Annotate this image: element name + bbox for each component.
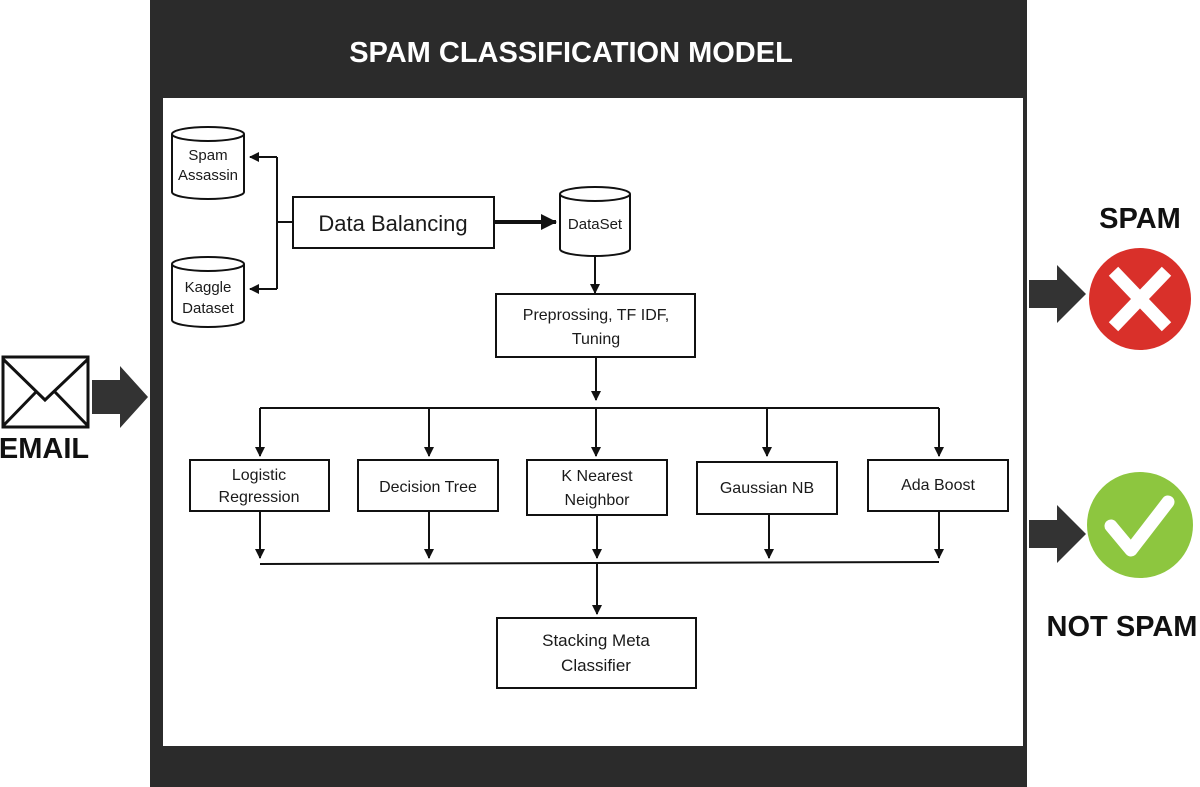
not-spam-label: NOT SPAM	[1047, 611, 1198, 643]
preprocessing-line-2: Tuning	[572, 331, 620, 348]
merged-dataset: DataSet	[559, 186, 631, 257]
logistic-regression-line-2: Regression	[219, 489, 300, 506]
not-spam-circle	[1087, 472, 1193, 578]
meta-line-2: Classifier	[561, 656, 631, 675]
spam-output-arrow	[1029, 265, 1086, 323]
spam-assassin-dataset: Spam Assassin	[171, 126, 245, 200]
decision-tree-label: Decision Tree	[379, 479, 477, 496]
email-input-arrow	[92, 366, 148, 428]
knn-line-2: Neighbor	[565, 492, 631, 509]
check-mark-icon	[1087, 472, 1193, 578]
dataset-bracket-connector	[249, 152, 293, 294]
envelope-icon	[1, 355, 90, 429]
ada-boost-label: Ada Boost	[901, 477, 975, 494]
knn-box	[526, 459, 668, 516]
meta-line-1: Stacking Meta	[542, 631, 650, 650]
knn-line-1: K Nearest	[561, 468, 633, 485]
collector-bus	[259, 561, 940, 565]
merged-dataset-label: DataSet	[568, 216, 623, 233]
data-balancing-label: Data Balancing	[318, 211, 467, 236]
spam-label: SPAM	[1099, 203, 1181, 235]
gaussian-nb-label: Gaussian NB	[720, 480, 814, 497]
logistic-regression-box	[189, 459, 330, 512]
stacking-meta-classifier-box	[496, 617, 697, 689]
preprocessing-box	[495, 293, 696, 358]
spam-assassin-line-1: Spam	[188, 147, 227, 164]
data-balancing-box	[292, 196, 495, 249]
kaggle-line-1: Kaggle	[185, 279, 232, 296]
kaggle-line-2: Dataset	[182, 300, 235, 317]
model-title: SPAM CLASSIFICATION MODEL	[349, 37, 793, 69]
kaggle-dataset: Kaggle Dataset	[171, 256, 245, 328]
x-mark-icon	[1089, 248, 1191, 350]
ada-boost-box	[867, 459, 1009, 512]
spam-assassin-line-2: Assassin	[178, 167, 238, 184]
decision-tree-box	[357, 459, 499, 512]
preprocessing-line-1: Preprossing, TF IDF,	[523, 307, 669, 324]
logistic-regression-line-1: Logistic	[232, 467, 286, 484]
gaussian-nb-box	[696, 461, 838, 515]
not-spam-output-arrow	[1029, 505, 1086, 563]
email-label: EMAIL	[0, 433, 89, 465]
